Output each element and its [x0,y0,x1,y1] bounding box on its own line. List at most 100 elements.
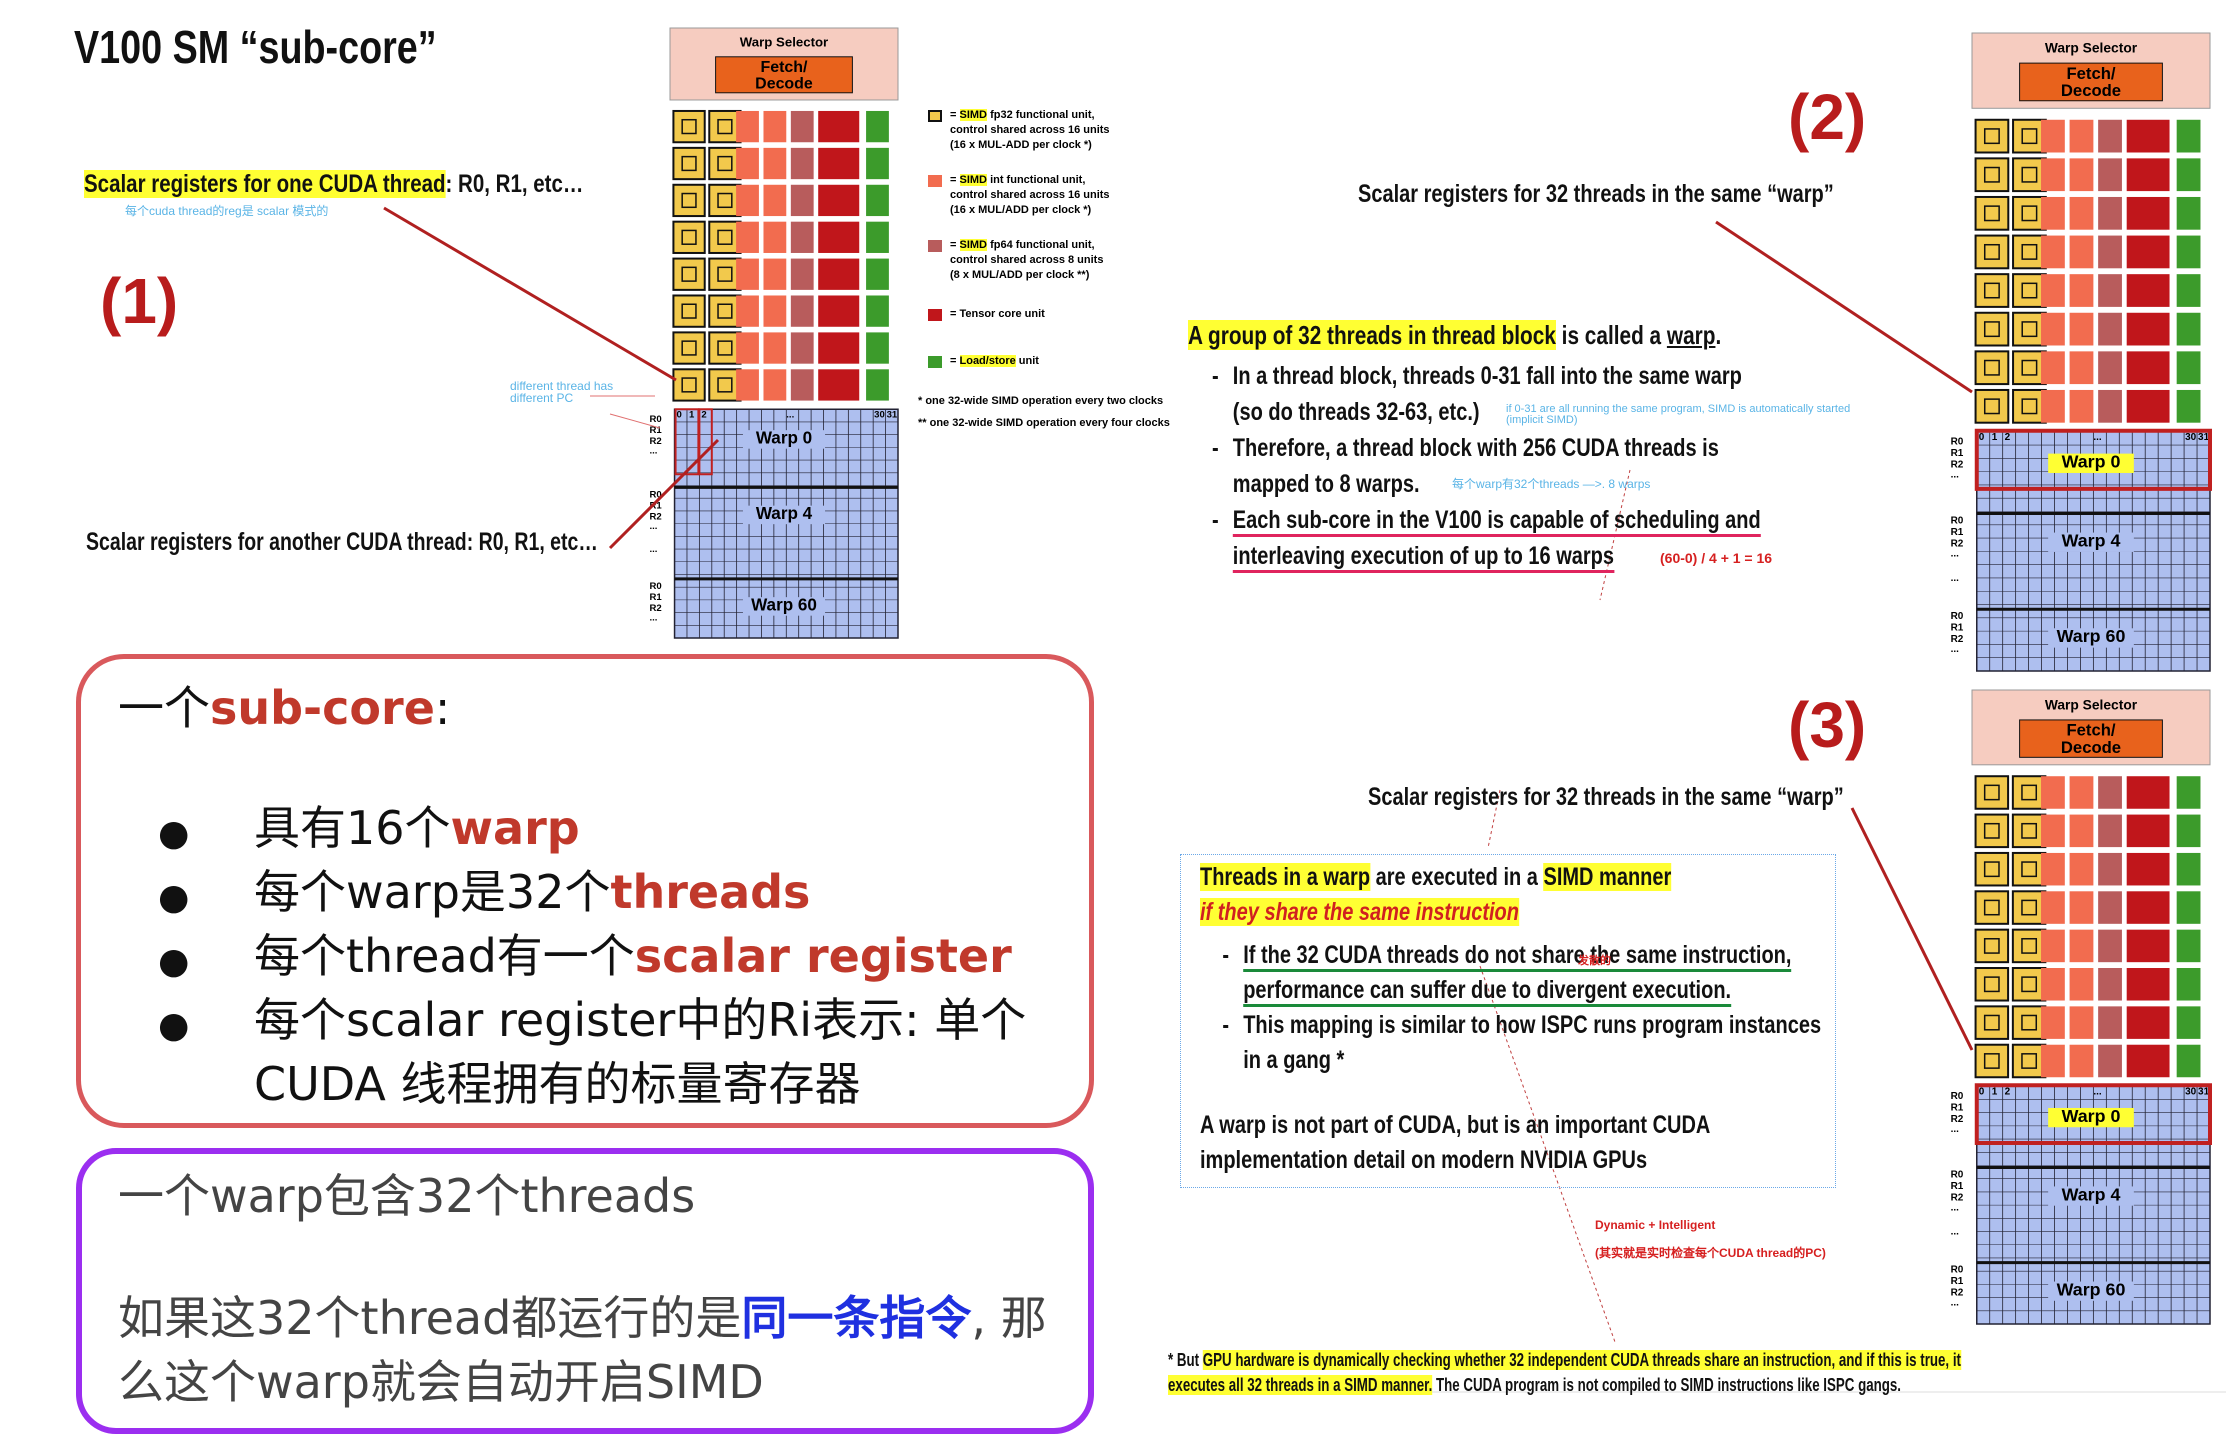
loadstore-unit [2176,929,2201,963]
int-unit [2069,158,2094,192]
reg-column-number: 30 [2185,432,2197,443]
fp32-swatch [928,110,942,122]
fp32-unit-inner [717,192,733,209]
warp-label-bg [2048,1281,2134,1301]
bullet-ispc: This mapping is similar to how ISPC runs… [1222,1008,1821,1078]
reg-column-ellipsis: ... [2093,1087,2102,1098]
register-label: R0 [1951,1169,1964,1180]
fp32-unit-inner [1983,128,2000,145]
fp32-unit-inner [681,303,697,319]
int-unit [2041,158,2065,192]
fp32-unit-inner [1983,166,2000,183]
register-label: R1 [1951,1181,1964,1192]
warp-simd-box [76,1148,1094,1434]
int-unit [2041,814,2065,848]
fp32-unit [1974,967,2010,1002]
legend-footnotes: * one 32-wide SIMD operation every two c… [918,390,1170,434]
loadstore-unit [866,110,889,143]
tensor-unit [2126,196,2170,230]
tensor-unit [2126,235,2170,269]
register-ellipsis: ... [649,445,657,456]
tensor-unit [2126,929,2170,963]
warp-simd-line1: 一个warp包含32个threads [118,1169,696,1223]
tensor-unit [818,258,860,290]
fp32-unit-inner [717,266,733,282]
int-unit [2041,312,2065,346]
fp32-unit-inner [1983,938,2000,954]
summary-item-warps: 具有16个warp [118,796,1068,866]
fp32-unit-inner [2021,822,2038,839]
fp32-unit-inner [1983,359,2000,376]
tensor-unit [2126,891,2170,924]
reg-column-number: 30 [2185,1087,2197,1098]
subcore-summary-title: 一个sub-core: [118,681,451,735]
warp-label-bg [2048,532,2134,552]
fp64-unit [790,110,814,143]
loadstore-unit [2176,814,2201,848]
warp-label-bg [2048,1107,2134,1128]
loadstore-unit [866,332,889,364]
fp64-unit [790,221,814,253]
int-unit [2041,119,2065,153]
note-diff-pc: different thread has different PC [510,379,614,405]
reg-column-number: 1 [689,409,695,420]
reg-column-number: 2 [701,409,706,420]
fp64-unit [2098,891,2122,924]
register-ellipsis: ... [1951,548,1960,559]
tensor-unit [818,110,860,143]
int-unit [2069,929,2094,963]
label-2: (2) [1788,81,1867,153]
loadstore-unit [866,147,889,180]
simd-manner-line: Threads in a warp are executed in a SIMD… [1200,863,1672,891]
tensor-swatch [928,309,942,321]
fetch-decode-box [715,56,853,94]
fp32-unit [2012,273,2047,308]
warp-not-cuda: A warp is not part of CUDA, but is an im… [1200,1111,1711,1174]
bullet-warp-threads: In a thread block, threads 0-31 fall int… [1212,358,1761,430]
note-implicit-simd: if 0-31 are all running the same program… [1506,403,1851,426]
warp-label-bg [742,505,826,525]
fp64-unit [2098,274,2122,307]
fp32-unit-inner [2021,938,2038,954]
fp32-unit-inner [681,192,697,209]
fp32-unit [672,183,706,218]
fp64-unit [790,295,814,327]
tensor-unit [2126,968,2170,1001]
fp32-unit [2012,157,2047,193]
loadstore-unit [2176,776,2201,809]
note-cn-scalar: 每个cuda thread的reg是 scalar 模式的 [125,204,329,218]
register-label: R1 [1951,448,1964,459]
label-1: (1) [100,265,179,337]
register-label: R2 [1951,1288,1964,1299]
register-label: R2 [1951,538,1964,549]
warp-selector-label: Warp Selector [740,35,828,50]
int-unit [2069,814,2094,848]
int-unit [736,258,759,290]
fp32-unit-inner [1983,861,2000,878]
legend-int: = SIMD int functional unit, control shar… [928,173,1188,218]
warp-label: Warp 60 [2057,626,2126,646]
note-16-formula: (60-0) / 4 + 1 = 16 [1660,550,1773,566]
fp64-unit [2098,119,2122,153]
int-unit [2069,389,2094,423]
tensor-unit [2126,1006,2170,1039]
register-label: R1 [649,425,662,436]
fp32-unit-inner [2021,359,2038,376]
loadstore-unit [2176,274,2201,307]
reg-column-number: 0 [1979,1087,1985,1098]
fp32-unit [708,368,742,402]
fp32-unit-inner [1983,205,2000,222]
warp-label-bg [2048,628,2134,648]
loadstore-unit [2176,852,2201,886]
fp32-unit [1974,118,2010,154]
fp32-unit-inner [2021,282,2038,299]
decode-label: Decode [755,75,813,92]
register-label: R1 [1951,1103,1964,1114]
register-label: R1 [1951,527,1964,538]
fp32-unit [2012,311,2047,347]
fp32-unit-inner [717,303,733,319]
int-unit [2041,235,2065,269]
